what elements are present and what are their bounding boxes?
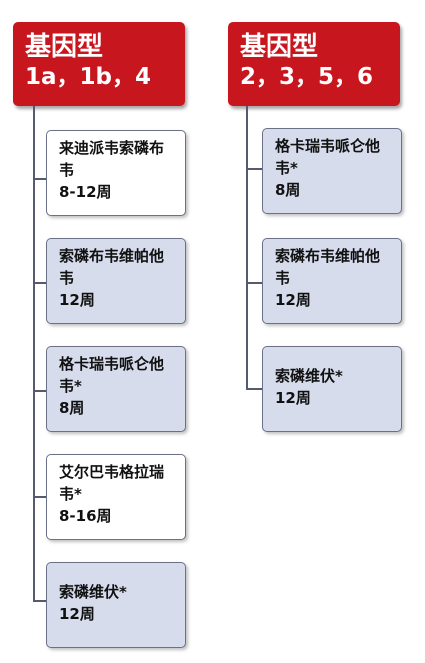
regimen-name: 索磷布韦维帕他韦: [59, 247, 165, 287]
regimen-name: 格卡瑞韦哌仑他韦*: [275, 137, 381, 177]
regimen-box: 艾尔巴韦格拉瑞韦* 8-16周: [46, 454, 186, 540]
header-genotypes: 1a，1b，4: [25, 64, 151, 90]
header-genotypes: 2，3，5，6: [240, 64, 374, 90]
regimen-duration: 12周: [275, 389, 311, 407]
regimen-duration: 8周: [59, 399, 85, 417]
regimen-duration: 12周: [59, 291, 95, 309]
left-trunk-line: [33, 106, 35, 601]
regimen-box: 来迪派韦索磷布韦 8-12周: [46, 130, 186, 216]
regimen-duration: 12周: [59, 605, 95, 623]
regimen-name: 来迪派韦索磷布韦: [59, 139, 165, 179]
left-branch-1: [33, 178, 47, 180]
regimen-name: 艾尔巴韦格拉瑞韦*: [59, 463, 165, 503]
left-branch-4: [33, 496, 47, 498]
genotype-2-header: 基因型 2，3，5，6: [228, 22, 400, 106]
regimen-box: 索磷布韦维帕他韦 12周: [262, 238, 402, 324]
regimen-duration: 8-16周: [59, 507, 112, 525]
left-branch-3: [33, 390, 47, 392]
regimen-name: 索磷维伏*: [59, 583, 127, 601]
header-title: 基因型: [25, 32, 104, 62]
right-branch-3: [246, 388, 262, 390]
genotype-1-header: 基因型 1a，1b，4: [13, 22, 185, 106]
left-branch-5: [33, 600, 47, 602]
right-trunk-line: [246, 106, 248, 389]
right-branch-2: [246, 282, 262, 284]
regimen-box: 格卡瑞韦哌仑他韦* 8周: [46, 346, 186, 432]
regimen-box: 格卡瑞韦哌仑他韦* 8周: [262, 128, 402, 214]
regimen-duration: 12周: [275, 291, 311, 309]
regimen-name: 索磷布韦维帕他韦: [275, 247, 381, 287]
regimen-name: 格卡瑞韦哌仑他韦*: [59, 355, 165, 395]
regimen-box: 索磷维伏* 12周: [262, 346, 402, 432]
regimen-name: 索磷维伏*: [275, 367, 343, 385]
regimen-duration: 8周: [275, 181, 301, 199]
regimen-duration: 8-12周: [59, 183, 112, 201]
regimen-box: 索磷维伏* 12周: [46, 562, 186, 648]
left-branch-2: [33, 282, 47, 284]
right-branch-1: [246, 168, 262, 170]
header-title: 基因型: [240, 32, 319, 62]
regimen-box: 索磷布韦维帕他韦 12周: [46, 238, 186, 324]
